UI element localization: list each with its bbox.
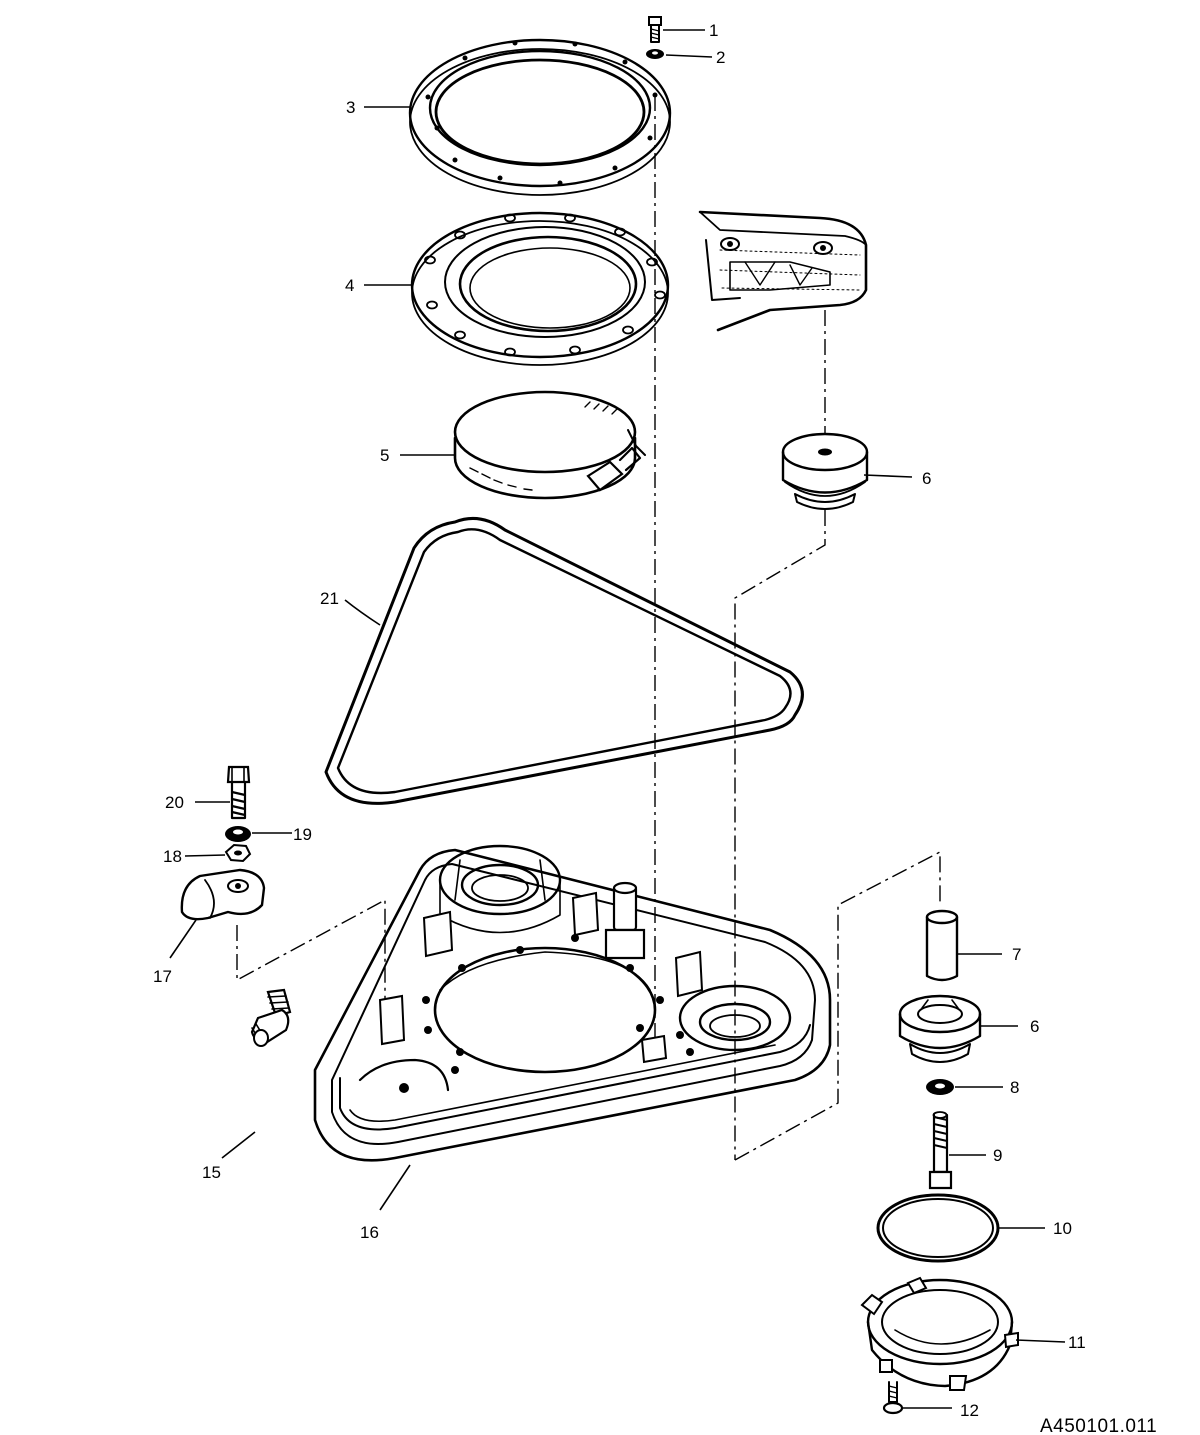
part-5-hose-clamp <box>453 390 646 500</box>
mounting-bracket <box>698 210 868 332</box>
part-4-bolt-holes <box>424 213 666 357</box>
callout-20: 20 <box>165 793 184 812</box>
callout-9: 9 <box>993 1146 1002 1165</box>
callout-19: 19 <box>293 825 312 844</box>
callout-18: 18 <box>163 847 182 866</box>
part-16-housing <box>313 844 832 1162</box>
callout-6-lower: 6 <box>1030 1017 1039 1036</box>
callout-4: 4 <box>345 276 354 295</box>
callout-5: 5 <box>380 446 389 465</box>
part-10-o-ring <box>876 1193 1000 1263</box>
callout-7: 7 <box>1012 945 1021 964</box>
callout-10: 10 <box>1053 1219 1072 1238</box>
callout-6-upper: 6 <box>922 469 931 488</box>
part-19-washer <box>225 826 251 842</box>
callout-12: 12 <box>960 1401 979 1420</box>
part-16-ribs <box>378 891 704 1064</box>
part-7-sleeve <box>925 909 959 982</box>
center-lines <box>236 95 941 1161</box>
part-4-flange <box>410 211 670 366</box>
figure-reference: A450101.011 <box>1040 1416 1157 1435</box>
part-21-belt <box>324 516 804 805</box>
part-3-ring-plate <box>408 38 672 196</box>
part-16-right-bore <box>678 984 792 1052</box>
leader-lines <box>169 29 1066 1409</box>
part-11-cover <box>860 1276 1019 1391</box>
callout-1: 1 <box>709 21 718 40</box>
part-8-washer <box>926 1079 954 1095</box>
part-16-bolt-holes <box>422 934 694 1074</box>
part-15-elbow-fitting <box>250 988 292 1047</box>
part-16-center-post <box>604 881 646 960</box>
part-12-screw <box>882 1381 904 1415</box>
part-2-washer <box>646 49 664 59</box>
part-3-bolt-holes <box>425 40 658 186</box>
part-20-bolt <box>226 765 251 820</box>
callout-3: 3 <box>346 98 355 117</box>
part-16-bottom-left-bore <box>358 1058 450 1093</box>
part-16-upper-boss <box>438 844 562 934</box>
callout-21: 21 <box>320 589 339 608</box>
part-6-lower-bushing <box>898 994 982 1063</box>
part-5-clamp-screw-housing <box>586 429 646 492</box>
callout-15: 15 <box>202 1163 221 1182</box>
part-9-bolt <box>928 1111 953 1190</box>
part-6-upper-bushing <box>781 432 869 510</box>
callout-labels: 1 2 3 4 5 6 6 7 8 9 10 11 12 15 16 17 18… <box>153 21 1086 1420</box>
part-17-cam <box>180 868 266 921</box>
part-1-screw <box>648 16 662 43</box>
callout-8: 8 <box>1010 1078 1019 1097</box>
callout-16: 16 <box>360 1223 379 1242</box>
callout-11: 11 <box>1068 1333 1086 1352</box>
callout-2: 2 <box>716 48 725 67</box>
part-16-main-bore <box>433 946 657 1074</box>
part-11-ears <box>860 1276 1019 1391</box>
callout-17: 17 <box>153 967 172 986</box>
part-18-nut <box>224 843 252 863</box>
